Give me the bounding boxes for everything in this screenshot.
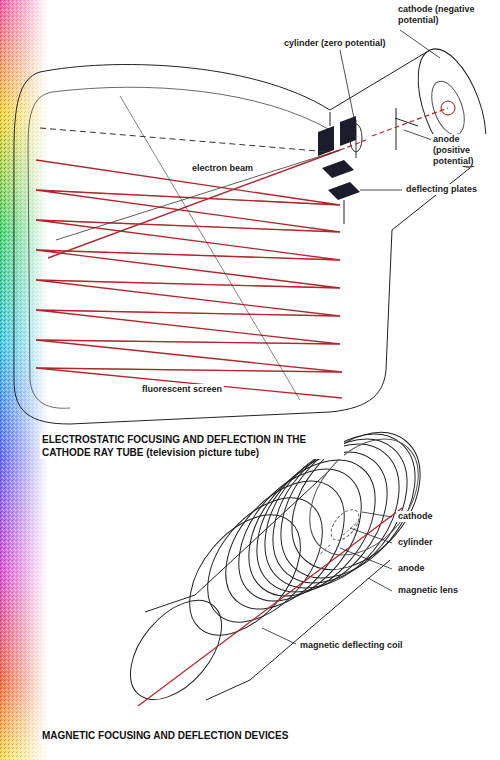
part-label: cathode (negative potential) [396,4,496,26]
part-label: magnetic deflecting coil [298,640,405,651]
figure-caption: MAGNETIC FOCUSING AND DEFLECTION DEVICES [40,730,484,743]
part-label: anode (positive potential) [431,134,497,166]
part-label: deflecting plates [404,184,479,195]
part-label: magnetic lens [396,585,460,596]
part-label: fluorescent screen [140,384,224,395]
figure-caption: ELECTROSTATIC FOCUSING AND DEFLECTION IN… [40,434,344,459]
color-noise-strip [0,0,48,760]
part-label: cylinder (zero potential) [282,38,388,49]
part-label: cathode [396,511,435,522]
part-label: cylinder [396,537,435,548]
crt-tube [14,40,500,424]
beam-label: electron beam [190,163,255,174]
leader-lines [262,512,392,644]
leader-lines [340,30,440,190]
part-label: anode [396,563,427,574]
electron-beam-raster [36,96,448,400]
deflecting-plates [318,112,360,224]
